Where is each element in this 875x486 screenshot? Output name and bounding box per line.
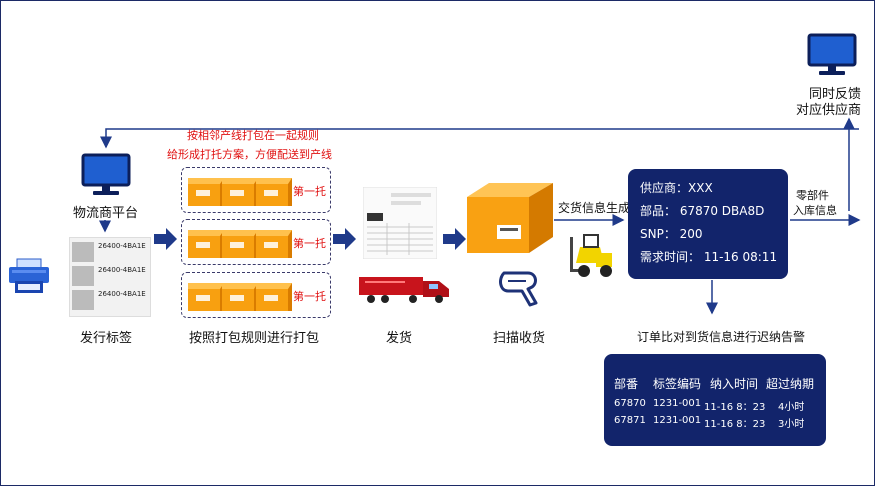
parts-inbound-line2: 入库信息 (793, 204, 837, 217)
row1-time: 11-16 8：23 (704, 402, 766, 413)
label-code-2: 26400-4BA1E (98, 266, 146, 274)
monitor-icon (807, 33, 857, 75)
pack-label: 按照打包规则进行打包 (189, 331, 320, 346)
row2-code: 1231-001 (653, 415, 702, 426)
label-code-3: 26400-4BA1E (98, 290, 146, 298)
feedback-line2: 对应供应商 (796, 103, 862, 118)
truck-icon (359, 277, 449, 303)
block-arrow-2 (333, 228, 356, 250)
box-icon (467, 183, 553, 253)
scan-receive-label: 扫描收货 (493, 331, 546, 346)
feedback-line1: 同时反馈 (809, 87, 862, 102)
part-line: 部品： 67870 DBA8D (640, 204, 765, 218)
pallet-group-3: 第一托 (181, 272, 331, 318)
printer-icon (9, 258, 49, 293)
row2-overdue: 3小时 (778, 419, 805, 430)
pallet-tag: 第一托 (293, 237, 326, 250)
snp-line: SNP： 200 (640, 227, 703, 241)
forklift-icon (570, 234, 612, 277)
monitor-icon (81, 153, 131, 195)
header-label-code: 标签编码 (653, 377, 702, 391)
block-arrow-1 (154, 228, 177, 250)
pallet-group-1: 第一托 (181, 167, 331, 213)
supplier-line: 供应商：XXX (640, 181, 713, 195)
feedback-line (100, 128, 859, 149)
label-sheet-icon: 26400-4BA1E 26400-4BA1E 26400-4BA1E (69, 237, 151, 317)
late-warning-table: 部番 标签编码 纳入时间 超过纳期 67870 1231-001 11-16 8… (604, 354, 826, 446)
pallet-tag: 第一托 (293, 290, 326, 303)
box-icon (256, 230, 292, 258)
demand-time-line: 需求时间： 11-16 08:11 (640, 250, 778, 264)
row1-part: 67870 (614, 398, 646, 409)
rule-note-line2: 给形成打托方案，方便配送到产线 (167, 148, 332, 161)
logistics-platform-label: 物流商平台 (73, 206, 139, 221)
barcode-scanner-icon (499, 271, 538, 307)
box-icon (188, 178, 224, 206)
rule-note-line1: 按相邻产线打包在一起规则 (187, 129, 319, 142)
header-overdue: 超过纳期 (766, 377, 815, 391)
parts-inbound-line1: 零部件 (796, 189, 829, 202)
box-icon (188, 283, 224, 311)
document-icon (363, 187, 437, 259)
row1-overdue: 4小时 (778, 402, 805, 413)
row2-part: 67871 (614, 415, 646, 426)
box-icon (256, 283, 292, 311)
box-icon (222, 178, 258, 206)
ship-label: 发货 (386, 331, 413, 346)
row1-code: 1231-001 (653, 398, 702, 409)
order-compare-label: 订单比对到货信息进行迟纳告警 (637, 330, 806, 344)
pallet-group-2: 第一托 (181, 219, 331, 265)
box-icon (222, 230, 258, 258)
header-arrival-time: 纳入时间 (710, 377, 759, 391)
issue-label-text: 发行标签 (80, 331, 133, 346)
header-part-no: 部番 (614, 377, 639, 391)
box-icon (188, 230, 224, 258)
row2-time: 11-16 8：23 (704, 419, 766, 430)
block-arrow-3 (443, 228, 466, 250)
generate-info-label: 交货信息生成 (558, 201, 631, 215)
pallet-tag: 第一托 (293, 185, 326, 198)
box-icon (256, 178, 292, 206)
box-icon (222, 283, 258, 311)
label-code-1: 26400-4BA1E (98, 242, 146, 250)
delivery-info-panel: 供应商：XXX 部品： 67870 DBA8D SNP： 200 需求时间： 1… (628, 169, 788, 279)
